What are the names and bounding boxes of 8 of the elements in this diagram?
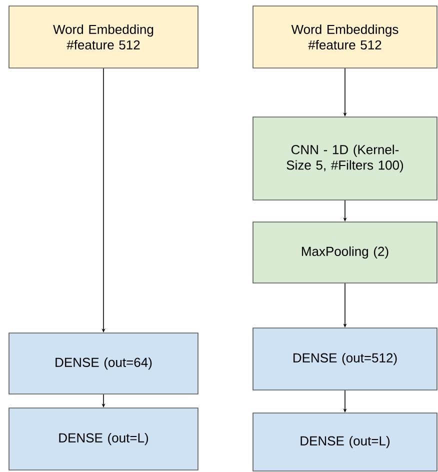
input-box: Word Embeddings #feature 512 (252, 6, 438, 68)
input-box: Word Embedding #feature 512 (8, 6, 198, 68)
layer-box: DENSE (out=512) (252, 328, 438, 390)
layer-box: DENSE (out=L) (8, 408, 198, 470)
layer-box: CNN - 1D (Kernel-Size 5, #Filters 100) (252, 116, 438, 200)
layer-box: MaxPooling (2) (252, 222, 438, 284)
layer-box: DENSE (out=64) (8, 332, 198, 394)
layer-box: DENSE (out=L) (252, 412, 438, 472)
